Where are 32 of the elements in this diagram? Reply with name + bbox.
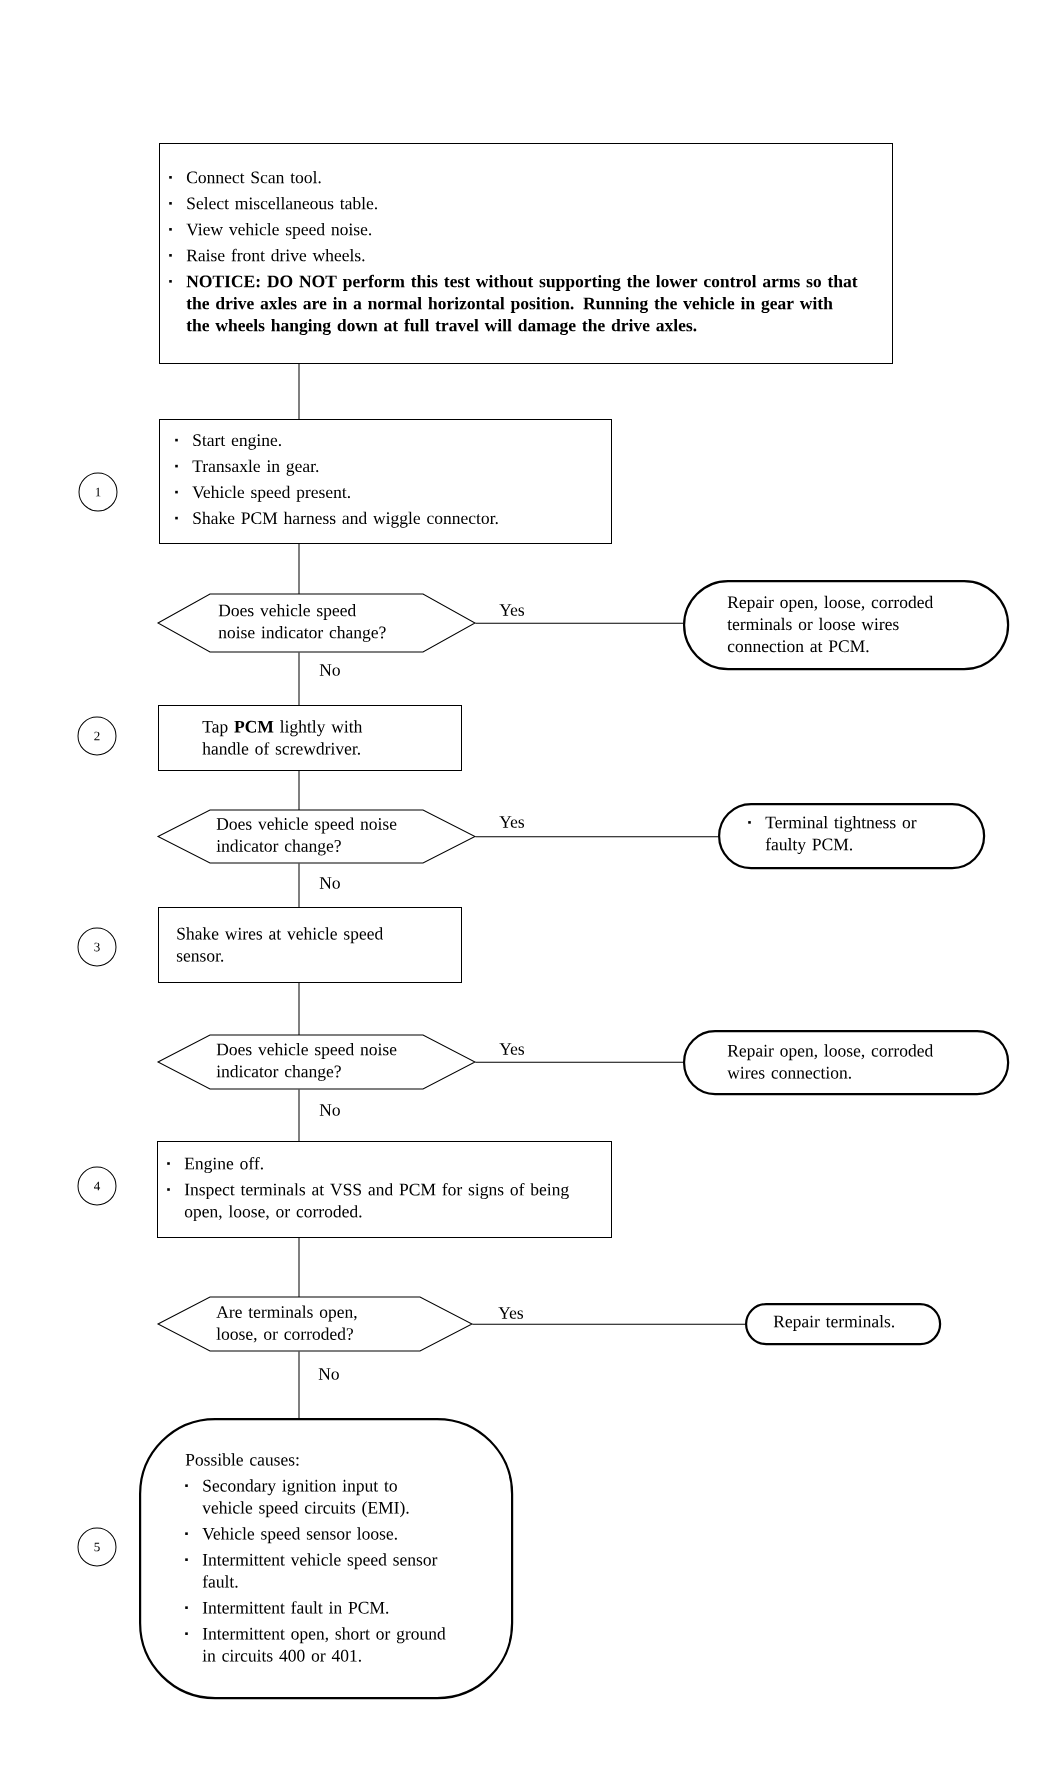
decision-hexagon: Does vehicle speed noise indicator change? bbox=[157, 809, 476, 864]
connector-line bbox=[298, 770, 300, 811]
process-box: Tap PCM lightly with handle of screwdriver. bbox=[158, 705, 462, 771]
edge-label: Yes bbox=[498, 815, 526, 829]
connector-line bbox=[298, 1237, 300, 1298]
connector-line bbox=[474, 836, 719, 838]
connector-line bbox=[474, 622, 684, 624]
connector-line bbox=[298, 651, 300, 706]
connector-line bbox=[298, 543, 300, 595]
terminal-oval: Possible causes: Secondary ignition input to vehicle speed circuits (EMI). Vehicle speed sensor loose. Intermittent vehicle speed sensor fault. Intermittent fault in PCM. Intermittent open, short or ground in circuits 400 or 401. bbox=[139, 1418, 514, 1700]
connector-line bbox=[298, 1088, 300, 1142]
connector-line bbox=[298, 363, 300, 420]
process-box: Connect Scan tool. Select miscellaneous table. View vehicle speed noise. Raise front drive wheels. NOTICE: DO NOT perform this test without supporting the lower control arms so that the drive axles are in a normal horizontal position. Running the vehicle in gear with the wheels hanging down at full travel will damage the drive axles. bbox=[159, 143, 893, 364]
decision-hexagon: Are terminals open, loose, or corroded? bbox=[157, 1296, 473, 1352]
process-box: Engine off. Inspect terminals at VSS and PCM for signs of being open, loose, or corroded. bbox=[157, 1141, 612, 1238]
process-box: Shake wires at vehicle speed sensor. bbox=[158, 907, 462, 983]
connector-line bbox=[298, 982, 300, 1036]
connector-line bbox=[471, 1323, 746, 1325]
edge-label: Yes bbox=[497, 1306, 525, 1320]
decision-hexagon: Does vehicle speed noise indicator change? bbox=[157, 1034, 476, 1090]
edge-label: No bbox=[318, 1103, 342, 1117]
connector-line bbox=[298, 1350, 300, 1419]
edge-label: No bbox=[317, 1367, 341, 1381]
edge-label: Yes bbox=[498, 603, 526, 617]
connector-line bbox=[298, 862, 300, 908]
edge-label: No bbox=[318, 663, 342, 677]
edge-label: No bbox=[318, 876, 342, 890]
edge-label: Yes bbox=[498, 1042, 526, 1056]
decision-hexagon: Does vehicle speed noise indicator change? bbox=[157, 593, 476, 653]
terminal-oval: Terminal tightness or faulty PCM. bbox=[718, 803, 986, 870]
process-box: Start engine. Transaxle in gear. Vehicle speed present. Shake PCM harness and wiggle connector. bbox=[159, 419, 612, 544]
connector-line bbox=[474, 1061, 684, 1063]
